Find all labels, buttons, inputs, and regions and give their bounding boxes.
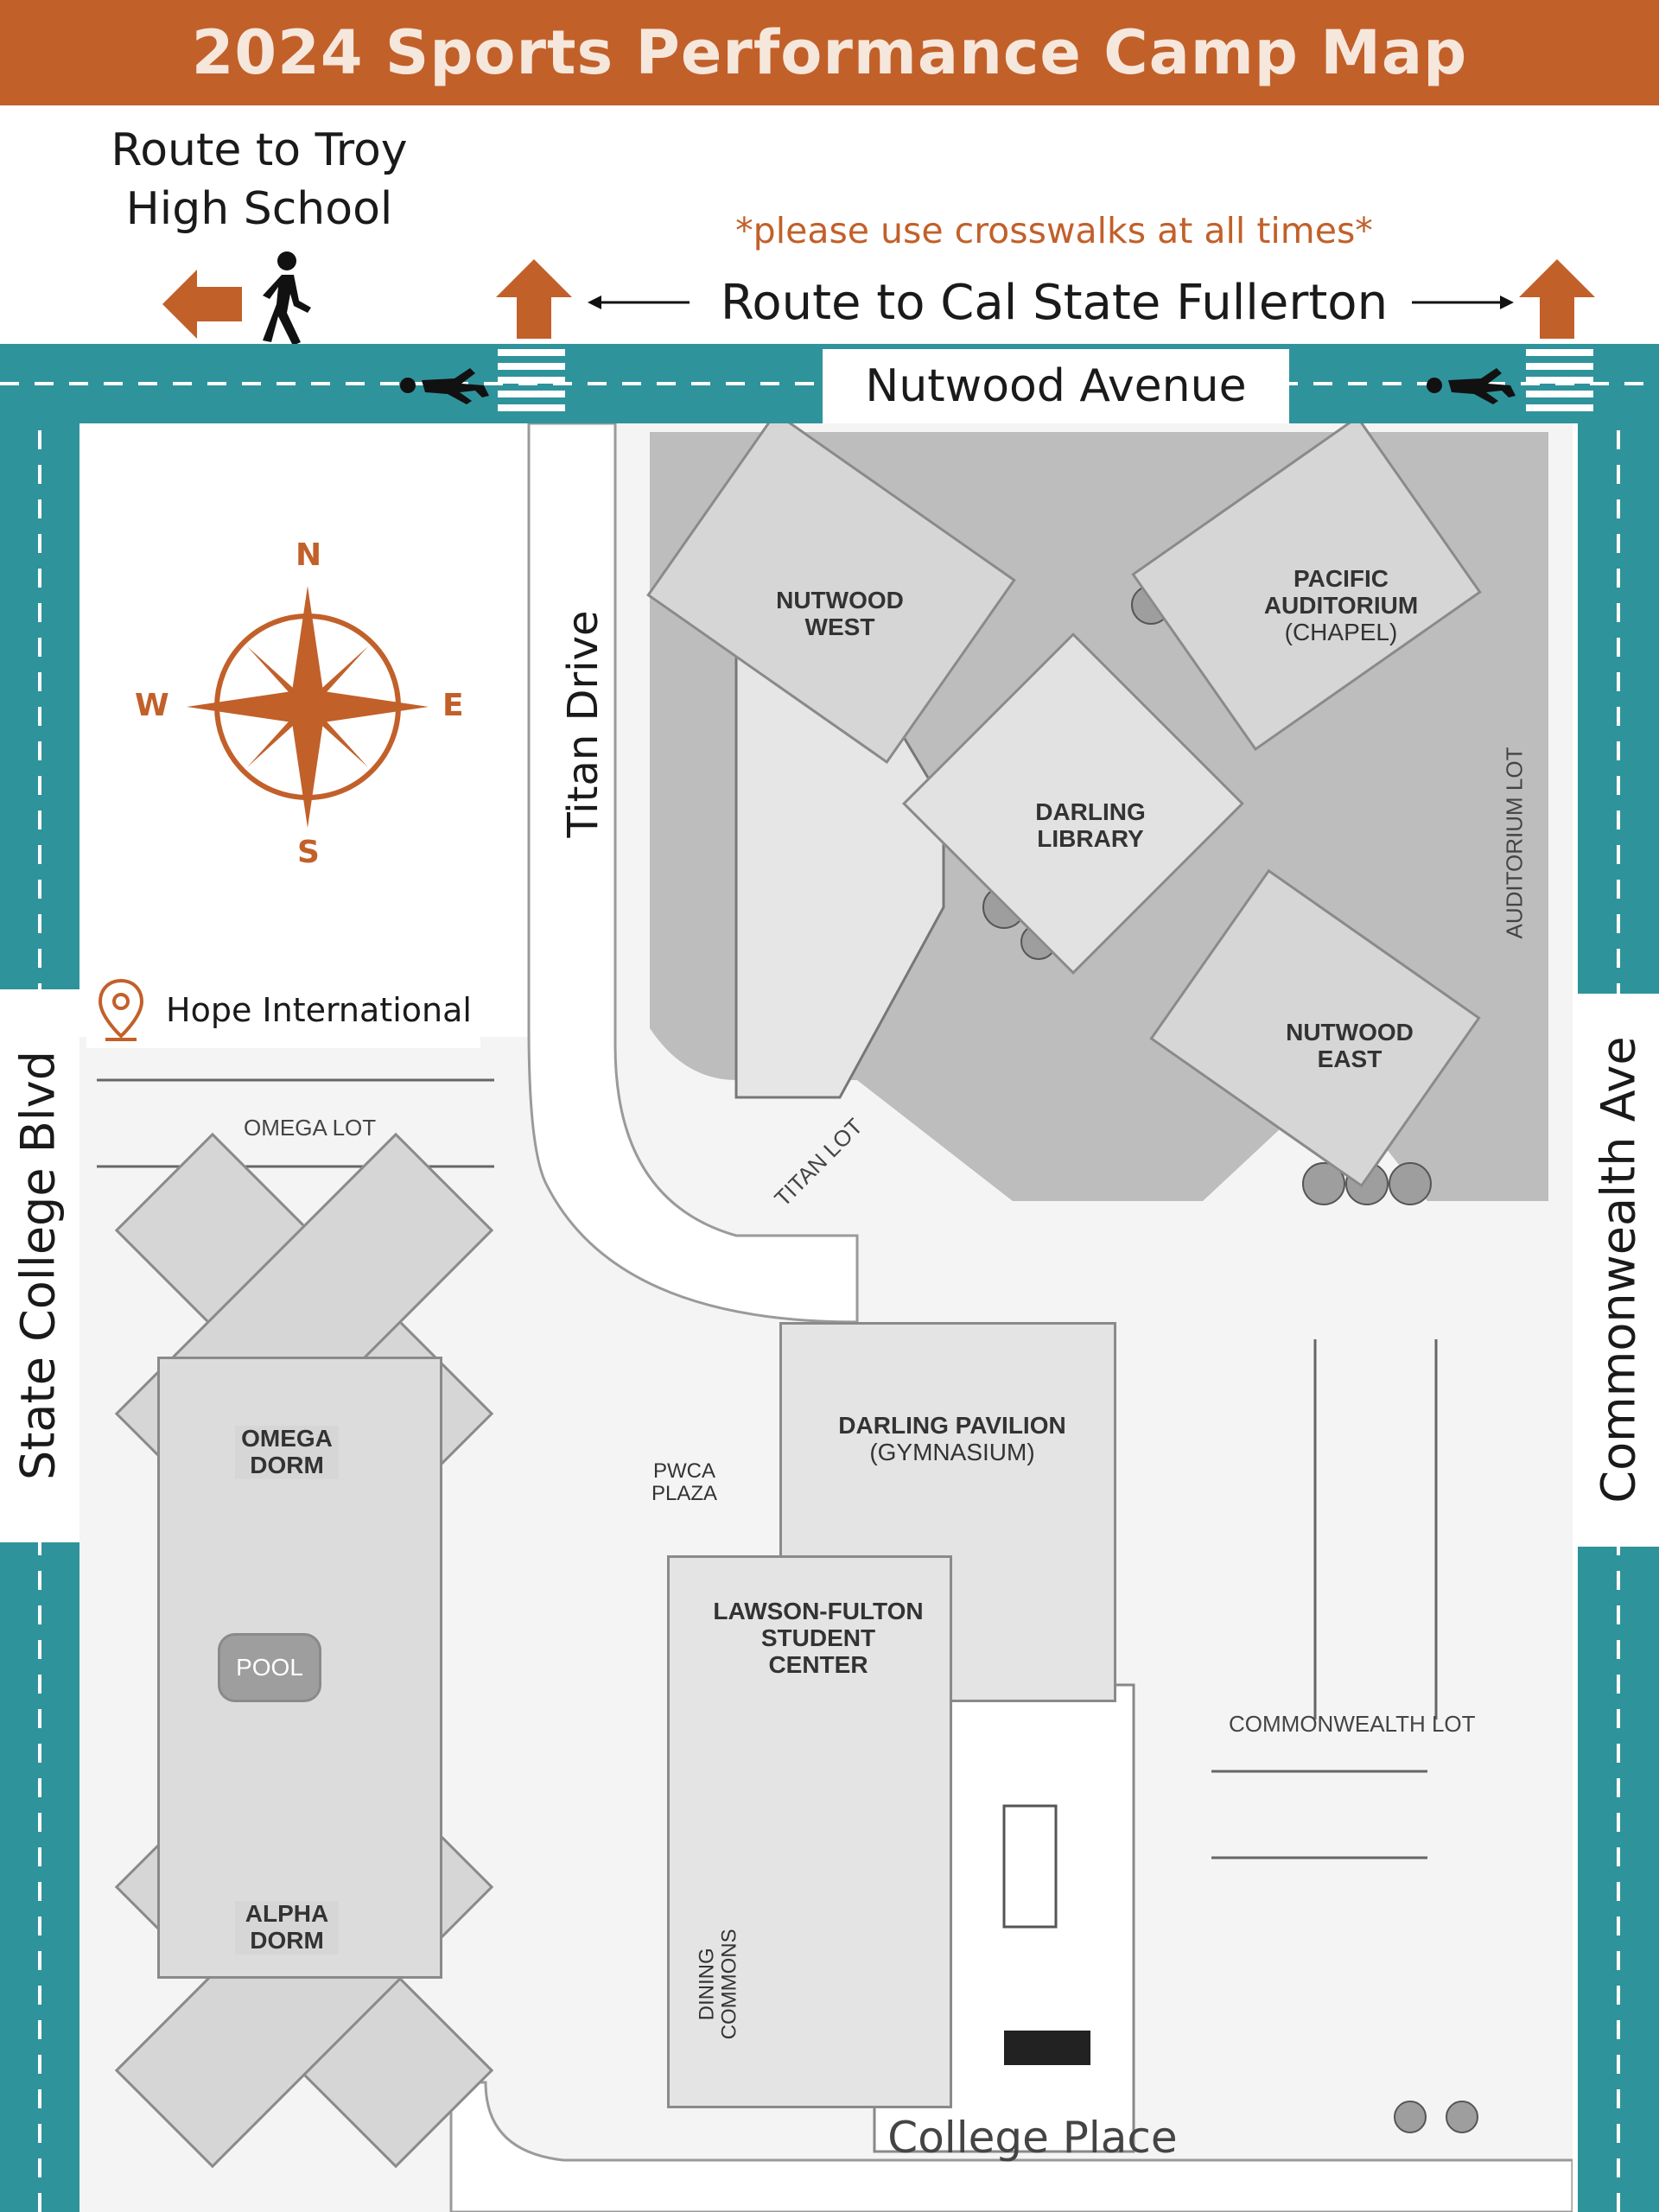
nutwood-west-text: NUTWOOD WEST [776, 587, 904, 640]
darling-pavilion-label: DARLING PAVILION (GYMNASIUM) [831, 1412, 1073, 1466]
student-center-building [667, 1555, 952, 2108]
arrow-up-icon [496, 259, 572, 339]
route-arrow-right [1412, 296, 1514, 309]
alpha-dorm-text: ALPHA DORM [245, 1900, 329, 1954]
state-college-label-box [0, 989, 79, 1542]
compass-s: S [297, 835, 320, 870]
pool-label: POOL [222, 1654, 317, 1681]
omega-lot-label: OMEGA LOT [244, 1115, 377, 1141]
hope-international-marker: Hope International [86, 972, 480, 1048]
dining-commons-text: DINING COMMONS [695, 1929, 741, 2040]
route-csuf-label: Route to Cal State Fullerton [720, 275, 1389, 331]
omega-dorm-label: OMEGA DORM [235, 1425, 339, 1479]
pool [218, 1633, 321, 1702]
pool-text: POOL [236, 1654, 303, 1681]
route-troy-label: Route to Troy High School [111, 124, 408, 235]
alpha-dorm-label: ALPHA DORM [235, 1900, 339, 1955]
nutwood-west-label: NUTWOOD WEST [762, 587, 918, 641]
darling-pavilion-sub: (GYMNASIUM) [869, 1438, 1035, 1465]
college-place-label: College Place [887, 2113, 1178, 2163]
darling-library-label: DARLING LIBRARY [1021, 798, 1160, 853]
compass-e: E [442, 688, 464, 723]
compass-w: W [135, 688, 169, 723]
arrow-left-icon [162, 270, 242, 339]
commonwealth-label: Commonwealth Ave [1591, 1036, 1646, 1503]
arrow-up-icon [1519, 259, 1595, 339]
dining-commons-label: DINING COMMONS [696, 1915, 742, 2053]
auditorium-lot-label: AUDITORIUM LOT [1501, 747, 1528, 939]
route-arrow-left [588, 296, 690, 309]
walking-person-icon [263, 251, 311, 346]
pwca-plaza-text: PWCA PLAZA [651, 1459, 718, 1506]
pacific-auditorium-label: PACIFIC AUDITORIUM (CHAPEL) [1255, 565, 1427, 645]
state-college-label: State College Blvd [10, 1050, 66, 1481]
omega-dorm-text: OMEGA DORM [241, 1425, 333, 1478]
running-person-icon [400, 368, 489, 404]
nutwood-east-text: NUTWOOD EAST [1286, 1019, 1414, 1072]
student-center-label: LAWSON-FULTON STUDENT CENTER [710, 1598, 926, 1678]
compass-n: N [296, 537, 322, 573]
pwca-plaza-label: PWCA PLAZA [641, 1459, 728, 1506]
commonwealth-label-box [1578, 994, 1659, 1547]
location-pin-icon [98, 978, 144, 1041]
nutwood-east-label: NUTWOOD EAST [1281, 1019, 1419, 1073]
titan-drive-label: Titan Drive [559, 610, 607, 838]
crosswalk-note: *please use crosswalks at all times* [735, 210, 1373, 251]
commonwealth-lot-label: COMMONWEALTH LOT [1229, 1711, 1476, 1737]
nutwood-avenue-label: Nutwood Avenue [823, 349, 1289, 423]
title-banner: 2024 Sports Performance Camp Map [0, 0, 1659, 105]
darling-pavilion-text: DARLING PAVILION [838, 1412, 1066, 1439]
student-center-text: LAWSON-FULTON STUDENT CENTER [713, 1598, 924, 1678]
hope-international-label: Hope International [166, 991, 472, 1029]
page-title: 2024 Sports Performance Camp Map [191, 17, 1468, 88]
pacific-auditorium-sub: (CHAPEL) [1284, 618, 1398, 645]
compass-rose-icon [187, 586, 429, 828]
running-person-icon [1427, 368, 1516, 404]
pacific-auditorium-text: PACIFIC AUDITORIUM [1263, 565, 1419, 619]
darling-library-text: DARLING LIBRARY [1035, 798, 1146, 852]
